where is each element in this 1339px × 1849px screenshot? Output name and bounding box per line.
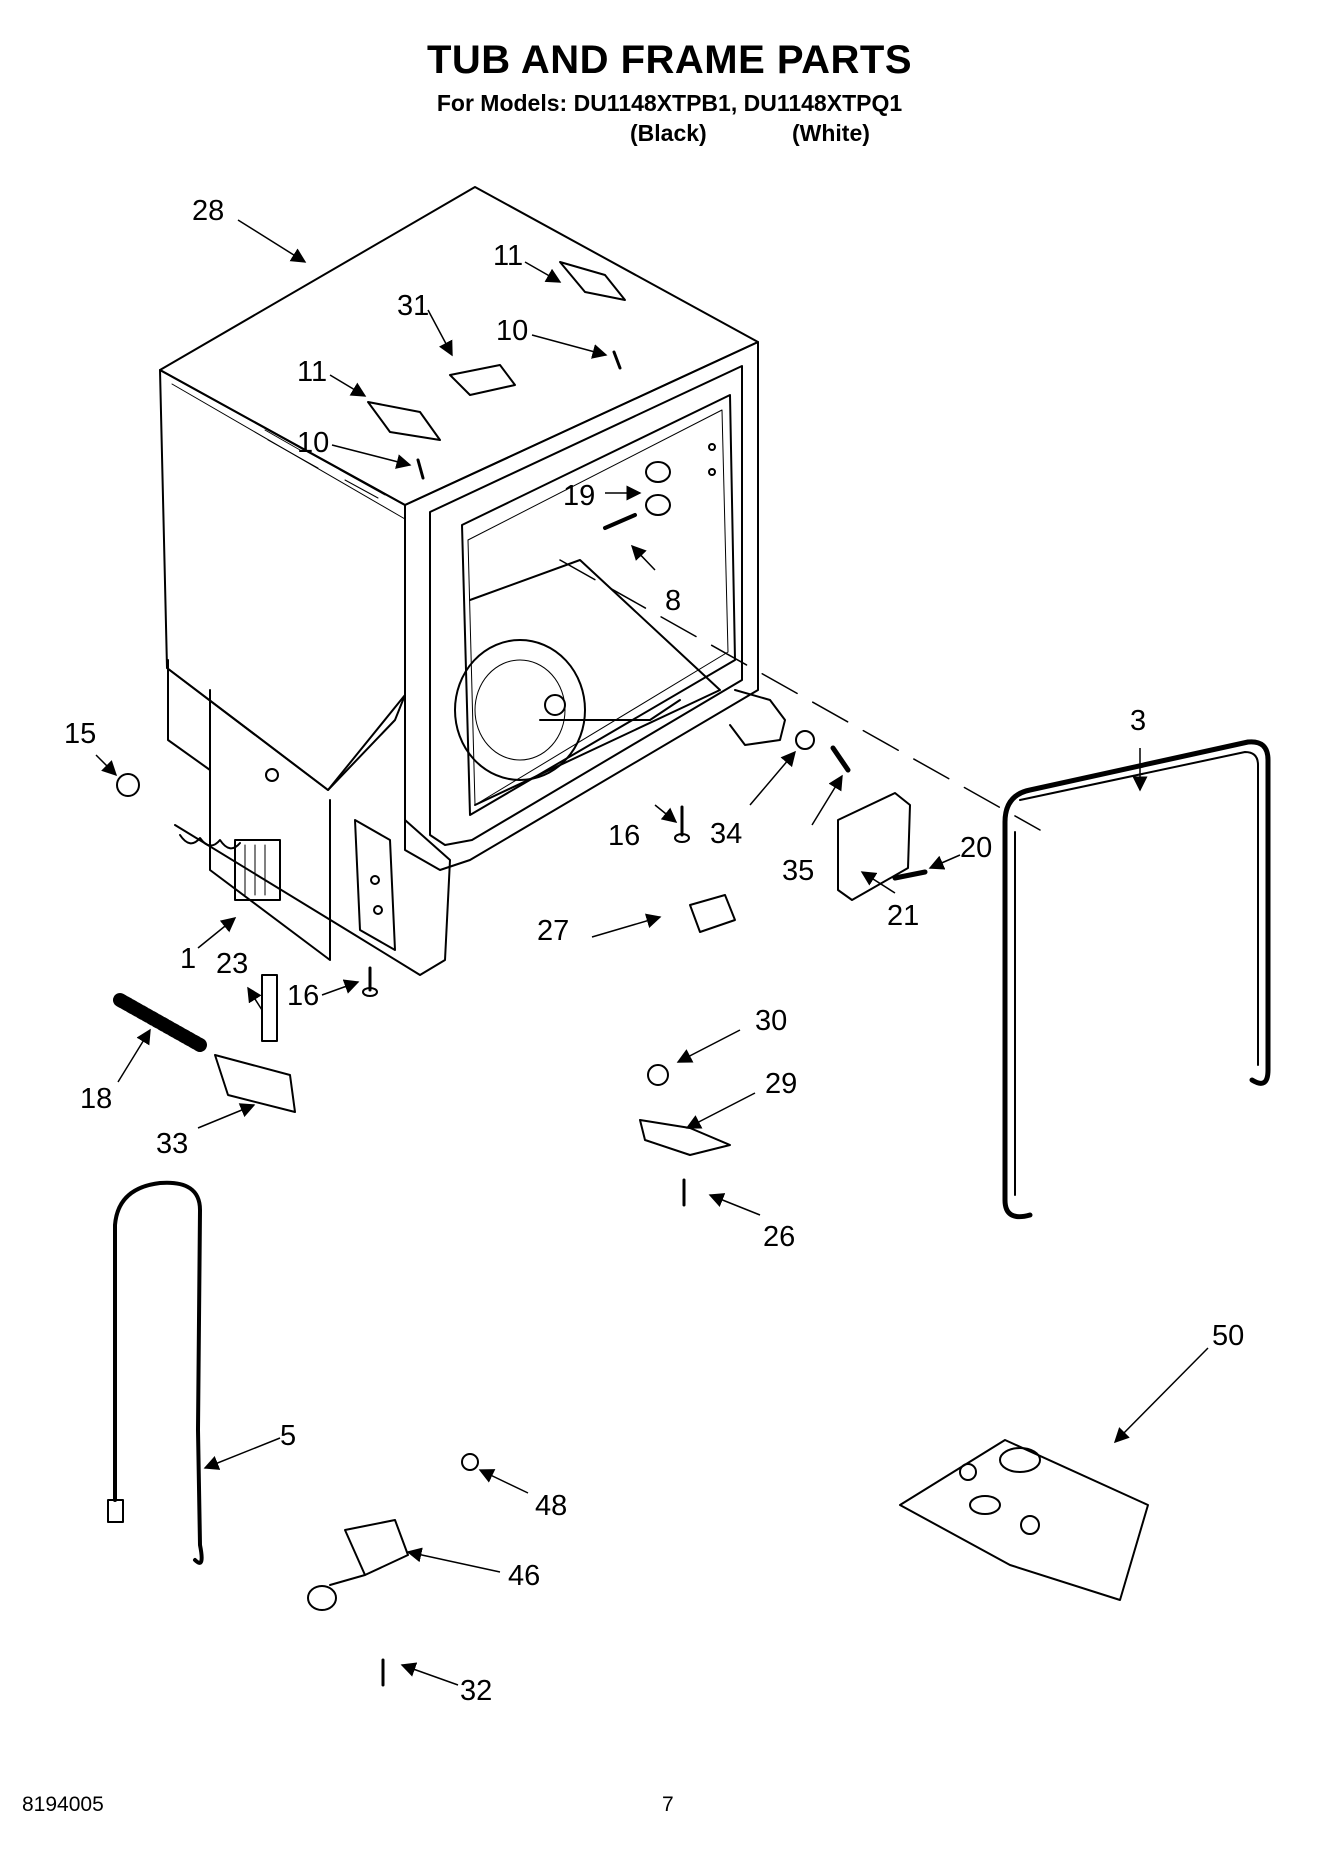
roller-upper <box>645 461 671 483</box>
part-labels: 28 11 31 10 11 10 19 8 15 3 16 34 35 20 … <box>64 195 1244 1707</box>
part-label-33: 33 <box>156 1128 188 1160</box>
model-list: For Models: DU1148XTPB1, DU1148XTPQ1 <box>436 90 903 116</box>
hose-clamp <box>461 1453 479 1471</box>
page-number: 7 <box>662 1793 674 1816</box>
variant-black: (Black) <box>630 120 707 146</box>
drain-valve <box>344 1519 409 1576</box>
pad <box>214 1054 296 1113</box>
part-label-31: 31 <box>397 290 429 322</box>
hinge-bracket-upper <box>559 261 626 301</box>
part-label-10-lower: 10 <box>297 427 329 459</box>
drain-plug <box>116 773 140 797</box>
part-label-28: 28 <box>192 195 224 227</box>
part-label-11-upper: 11 <box>493 240 523 272</box>
part-label-18: 18 <box>80 1083 112 1115</box>
insulation-strip <box>261 974 278 1042</box>
part-label-26: 26 <box>763 1221 795 1253</box>
part-label-16-lower: 16 <box>287 980 319 1012</box>
wire-harness <box>113 1180 204 1565</box>
part-label-10-upper: 10 <box>496 315 528 347</box>
part-label-16-upper: 16 <box>608 820 640 852</box>
thermostat-bracket <box>639 1119 731 1156</box>
variant-white: (White) <box>792 120 870 146</box>
part-label-46: 46 <box>508 1560 540 1592</box>
hinge-bracket-lower <box>367 401 441 441</box>
part-label-21: 21 <box>887 900 919 932</box>
page-title: TUB AND FRAME PARTS <box>426 38 913 82</box>
part-label-20: 20 <box>960 832 992 864</box>
thermostat <box>647 1064 669 1086</box>
part-label-19: 19 <box>563 480 595 512</box>
part-label-48: 48 <box>535 1490 567 1522</box>
part-label-8: 8 <box>665 585 681 617</box>
roller-lower <box>645 494 671 516</box>
wire-clip <box>689 894 736 933</box>
part-label-3: 3 <box>1130 705 1146 737</box>
part-label-29: 29 <box>765 1068 797 1100</box>
part-label-27: 27 <box>537 915 569 947</box>
parts-bag <box>899 1439 1149 1601</box>
part-label-23: 23 <box>216 948 248 980</box>
document-number: 8194005 <box>22 1793 104 1816</box>
mount-bracket <box>837 792 911 901</box>
part-label-11-lower: 11 <box>297 356 327 388</box>
part-label-1: 1 <box>180 943 196 975</box>
part-label-34: 34 <box>710 818 742 850</box>
part-label-32: 32 <box>460 1675 492 1707</box>
part-label-15: 15 <box>64 718 96 750</box>
clip <box>449 364 516 396</box>
tub-body <box>159 186 786 976</box>
part-label-50: 50 <box>1212 1320 1244 1352</box>
spring <box>113 993 207 1052</box>
part-label-5: 5 <box>280 1420 296 1452</box>
part-label-30: 30 <box>755 1005 787 1037</box>
part-label-35: 35 <box>782 855 814 887</box>
door-gasket <box>1002 739 1271 1220</box>
